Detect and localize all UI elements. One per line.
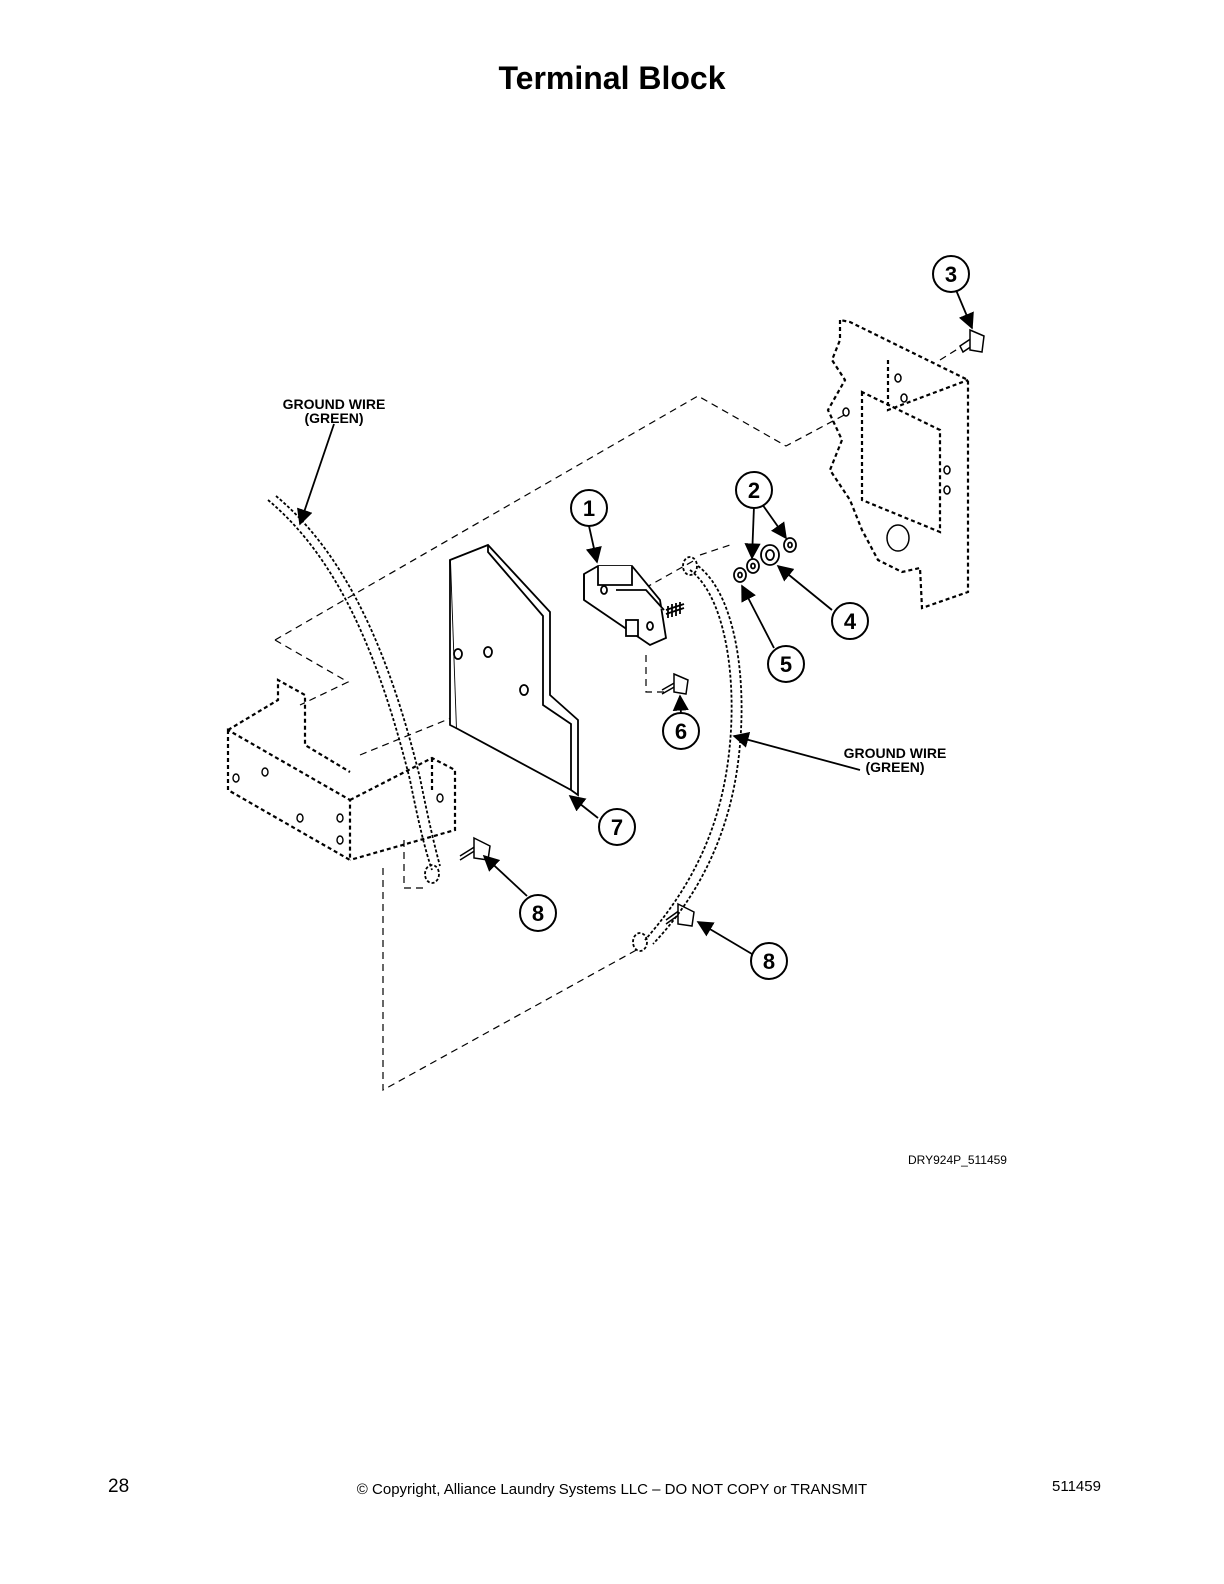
mounting-plate-7 xyxy=(449,543,579,797)
page-number: 28 xyxy=(108,1476,130,1497)
callout-leaders xyxy=(297,289,974,955)
svg-text:(GREEN): (GREEN) xyxy=(865,759,924,775)
screws-8 xyxy=(459,836,695,927)
svg-text:4: 4 xyxy=(844,609,857,634)
screw-6 xyxy=(661,672,689,695)
callout-3: 3 xyxy=(932,255,970,293)
svg-text:1: 1 xyxy=(583,496,595,521)
callout-5: 5 xyxy=(767,645,805,683)
callout-4: 4 xyxy=(831,602,869,640)
side-panel xyxy=(826,318,970,610)
bracket-holes xyxy=(232,767,444,845)
callout-6: 6 xyxy=(662,712,700,750)
svg-text:8: 8 xyxy=(532,901,544,926)
ground-wire-right xyxy=(632,556,743,952)
svg-text:5: 5 xyxy=(780,652,792,677)
page-title: Terminal Block xyxy=(498,60,726,96)
callout-8-right: 8 xyxy=(750,942,788,980)
terminal-block-1 xyxy=(583,565,685,647)
svg-text:3: 3 xyxy=(945,262,957,287)
washers-nuts xyxy=(733,537,797,583)
side-panel-holes xyxy=(842,373,951,552)
copyright-notice: © Copyright, Alliance Laundry Systems LL… xyxy=(356,1481,868,1498)
svg-text:8: 8 xyxy=(763,949,775,974)
screw-3 xyxy=(959,328,985,354)
callout-8-left: 8 xyxy=(519,894,557,932)
callout-2: 2 xyxy=(735,471,773,509)
label-ground-wire-right: GROUND WIRE (GREEN) xyxy=(844,745,947,775)
assembly-guide-lines xyxy=(274,339,973,1092)
drawing-id: DRY924P_511459 xyxy=(908,1153,1007,1167)
callout-7: 7 xyxy=(598,808,636,846)
svg-text:(GREEN): (GREEN) xyxy=(304,410,363,426)
label-ground-wire-left: GROUND WIRE (GREEN) xyxy=(283,396,386,426)
mounting-bracket xyxy=(226,678,457,862)
callout-1: 1 xyxy=(570,489,608,527)
svg-text:6: 6 xyxy=(675,719,687,744)
svg-text:GROUND WIRE: GROUND WIRE xyxy=(283,396,386,412)
document-number: 511459 xyxy=(1052,1478,1101,1495)
ground-wire-left xyxy=(267,495,441,884)
svg-text:2: 2 xyxy=(748,478,760,503)
svg-text:GROUND WIRE: GROUND WIRE xyxy=(844,745,947,761)
svg-text:7: 7 xyxy=(611,815,623,840)
